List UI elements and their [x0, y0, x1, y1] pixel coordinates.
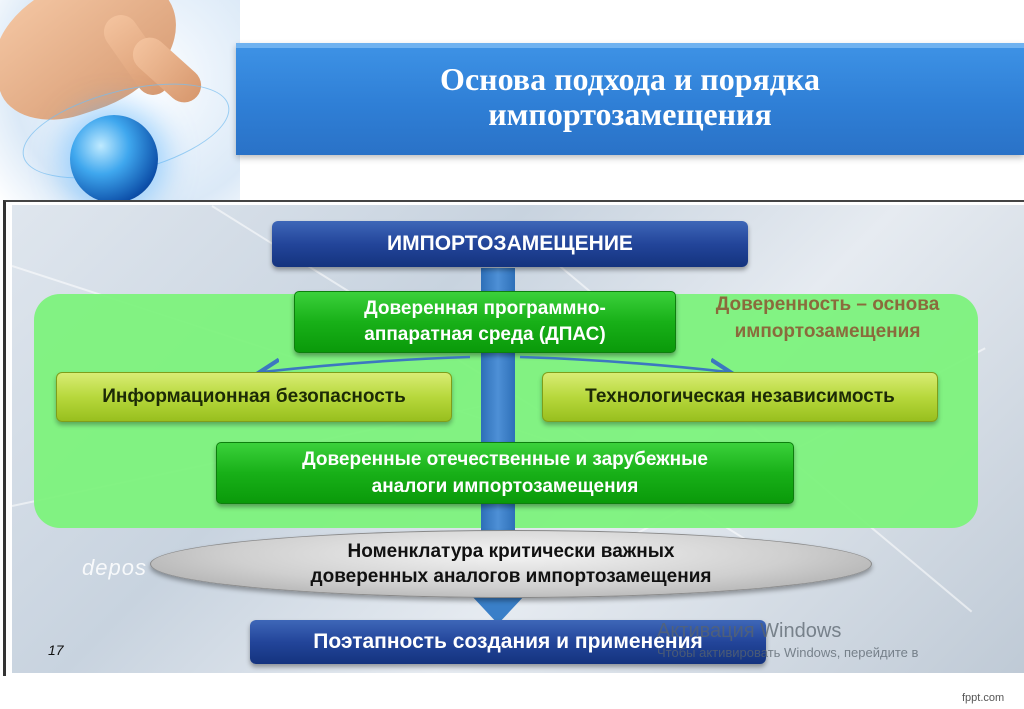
windows-activation-watermark: Активация Windows Чтобы активировать Win…: [657, 619, 918, 663]
import-substitution-box: ИМПОРТОЗАМЕЩЕНИЕ: [272, 221, 748, 267]
title-banner: [236, 43, 1024, 155]
title-line-1: Основа подхода и порядка: [440, 61, 820, 97]
activation-subtitle: Чтобы активировать Windows, перейдите в: [657, 645, 919, 660]
dpas-line-1: Доверенная программно-: [364, 298, 606, 319]
nomenclature-ellipse: Номенклатура критически важных доверенны…: [150, 530, 872, 598]
tech-independence-box: Технологическая независимость: [542, 372, 938, 422]
dpas-box: Доверенная программно- аппаратная среда …: [294, 291, 676, 353]
analogs-box: Доверенные отечественные и зарубежные ан…: [216, 442, 794, 504]
phased-creation-box: Поэтапность создания и применения: [250, 620, 766, 664]
page-title: Основа подхода и порядка импортозамещени…: [236, 62, 1024, 132]
activation-title: Активация Windows: [657, 620, 842, 642]
title-line-2: импортозамещения: [488, 96, 772, 132]
trust-line-1: Доверенность – основа: [715, 294, 940, 315]
footer: [0, 676, 1024, 709]
analogs-line-2: аналоги импортозамещения: [371, 476, 639, 497]
nomenclature-line-1: Номенклатура критически важных: [347, 541, 675, 562]
info-security-box: Информационная безопасность: [56, 372, 452, 422]
header-image: [0, 0, 240, 200]
trust-line-2: импортозамещения: [734, 321, 921, 342]
analogs-line-1: Доверенные отечественные и зарубежные: [302, 449, 708, 470]
slide-number: 17: [48, 642, 64, 658]
brand-label: fppt.com: [962, 692, 1005, 704]
watermark-text: depos: [82, 555, 147, 580]
globe-icon: [70, 115, 158, 200]
slide-frame: [3, 200, 1024, 676]
nomenclature-line-2: доверенных аналогов импортозамещения: [310, 566, 712, 587]
vertical-arrow-head: [470, 594, 526, 624]
trust-caption: Доверенность – основа импортозамещения: [690, 291, 965, 345]
dpas-line-2: аппаратная среда (ДПАС): [364, 324, 606, 345]
